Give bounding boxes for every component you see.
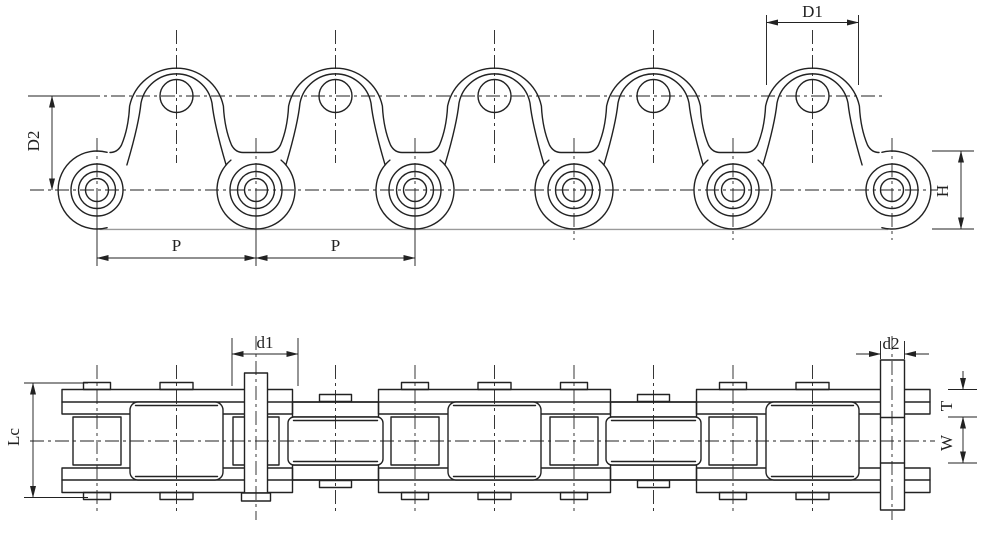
label-d1: d1 [257, 333, 274, 352]
plan-centerlines [30, 336, 935, 520]
label-D1: D1 [802, 2, 823, 21]
extended-pin-d2 [879, 359, 906, 511]
dim-D2 [28, 95, 86, 191]
hump-pin-circles [159, 78, 830, 114]
side-centerlines [30, 30, 938, 240]
drawing-lines [24, 15, 977, 520]
roller-circles [70, 163, 919, 217]
dim-Lc [24, 382, 88, 498]
dim-H [932, 150, 974, 230]
dim-P [96, 200, 416, 266]
dimension-labels: D1 D2 P P H Lc d1 d2 T W [4, 2, 956, 451]
plate-contour-outer [109, 67, 880, 154]
label-P-right: P [331, 236, 340, 255]
label-W: W [937, 434, 956, 451]
label-Lc: Lc [4, 428, 23, 446]
dim-d2 [856, 341, 929, 359]
plan-view [24, 336, 977, 520]
label-D2: D2 [24, 131, 43, 152]
label-H: H [933, 185, 952, 197]
dim-d1 [231, 338, 299, 386]
label-T: T [937, 400, 956, 411]
dim-D1 [766, 15, 859, 85]
label-d2: d2 [883, 334, 900, 353]
plate-contour-inner [126, 73, 863, 166]
label-P-left: P [172, 236, 181, 255]
dim-W [948, 416, 977, 464]
side-view [28, 15, 974, 266]
